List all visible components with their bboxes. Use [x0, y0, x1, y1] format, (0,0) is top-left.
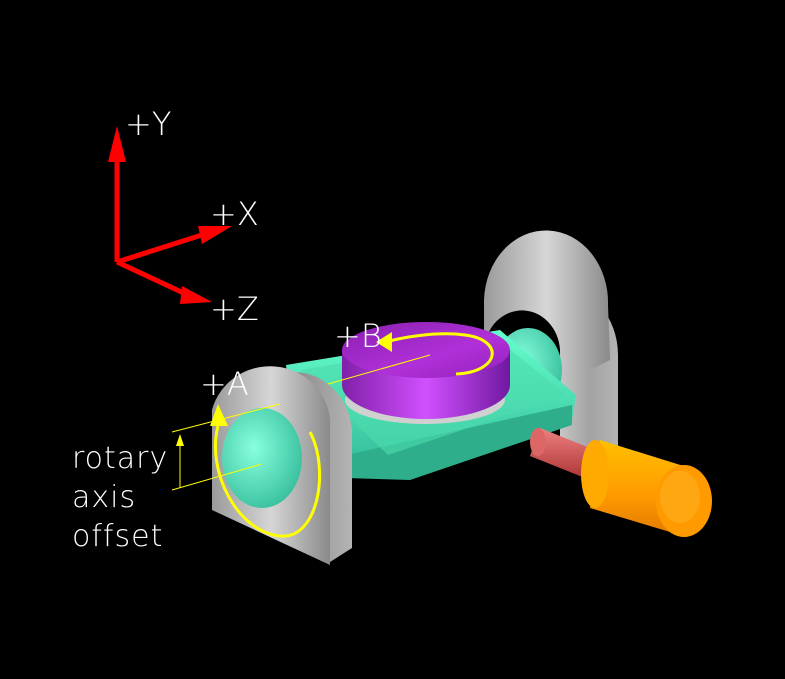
coordinate-axes [108, 126, 232, 304]
z-axis-label: +Z [210, 290, 259, 328]
x-axis-label: +X [210, 195, 259, 233]
offset-note-line-1: rotary [72, 441, 168, 476]
rotary-table [342, 322, 510, 424]
a-axis-label: +A [200, 365, 249, 403]
z-axis-arrowhead [180, 286, 212, 304]
z-axis-line [115, 259, 192, 299]
a-axis-disk [222, 408, 302, 508]
offset-note-line-2: axis [72, 480, 136, 515]
x-axis-line [116, 231, 206, 265]
motor-assembly [530, 428, 712, 537]
offset-note-line-3: offset [72, 519, 163, 554]
x-axis-arrowhead [198, 226, 232, 244]
rotary-axis-offset-dimension [171, 403, 281, 491]
y-axis-label: +Y [125, 105, 171, 143]
y-axis-arrowhead [108, 126, 126, 162]
b-axis-label: +B [334, 317, 382, 355]
